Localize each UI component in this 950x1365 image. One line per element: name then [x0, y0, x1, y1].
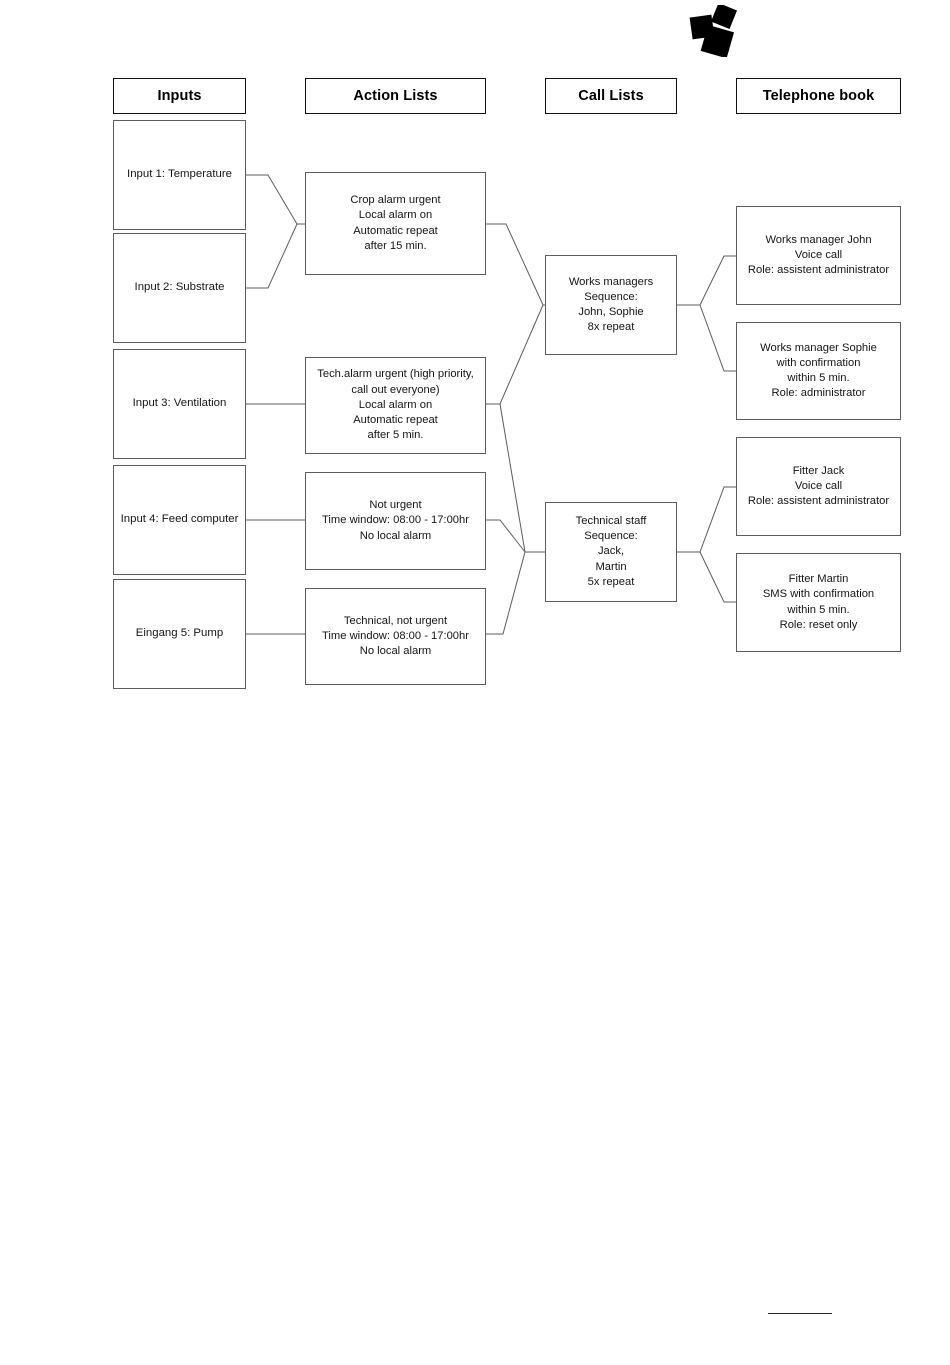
- column-header-telephone-book-label: Telephone book: [762, 88, 875, 104]
- action-list-tech-alarm[interactable]: Tech.alarm urgent (high priority, call o…: [305, 357, 486, 454]
- input-node-ventilation-label: Input 3: Ventilation: [132, 397, 227, 410]
- phonebook-entry-martin[interactable]: Fitter Martin SMS with confirmation with…: [736, 553, 901, 652]
- input-node-feed-computer[interactable]: Input 4: Feed computer: [113, 465, 246, 575]
- input-node-substrate[interactable]: Input 2: Substrate: [113, 233, 246, 343]
- call-list-technical-staff[interactable]: Technical staff Sequence: Jack, Martin 5…: [545, 502, 677, 602]
- call-list-technical-staff-text: Technical staff Sequence: Jack, Martin 5…: [575, 514, 647, 588]
- call-list-works-managers-text: Works managers Sequence: John, Sophie 8x…: [568, 275, 654, 334]
- action-list-technical-not-urgent-text: Technical, not urgent Time window: 08:00…: [322, 614, 469, 658]
- action-list-tech-alarm-text: Tech.alarm urgent (high priority, call o…: [317, 368, 474, 442]
- column-header-call-lists-label: Call Lists: [578, 88, 644, 104]
- input-node-feed-computer-label: Input 4: Feed computer: [120, 513, 239, 526]
- column-header-telephone-book: Telephone book: [736, 78, 901, 114]
- column-header-action-lists: Action Lists: [305, 78, 486, 114]
- phonebook-entry-sophie-text: Works manager Sophie with confirmation w…: [760, 341, 877, 400]
- column-header-inputs: Inputs: [113, 78, 246, 114]
- action-list-crop-alarm[interactable]: Crop alarm urgent Local alarm on Automat…: [305, 172, 486, 275]
- phonebook-entry-jack-text: Fitter Jack Voice call Role: assistent a…: [747, 464, 890, 508]
- column-header-inputs-label: Inputs: [157, 88, 202, 104]
- column-header-call-lists: Call Lists: [545, 78, 677, 114]
- company-logo-mark: [688, 2, 744, 59]
- phonebook-entry-john-text: Works manager John Voice call Role: assi…: [747, 233, 890, 277]
- phonebook-entry-jack[interactable]: Fitter Jack Voice call Role: assistent a…: [736, 437, 901, 536]
- action-list-not-urgent[interactable]: Not urgent Time window: 08:00 - 17:00hr …: [305, 472, 486, 570]
- action-list-not-urgent-text: Not urgent Time window: 08:00 - 17:00hr …: [322, 499, 469, 542]
- input-node-substrate-label: Input 2: Substrate: [134, 281, 225, 294]
- phonebook-entry-john[interactable]: Works manager John Voice call Role: assi…: [736, 206, 901, 305]
- input-node-pump-label: Eingang 5: Pump: [135, 627, 224, 640]
- phonebook-entry-martin-text: Fitter Martin SMS with confirmation with…: [762, 573, 875, 631]
- column-header-action-lists-label: Action Lists: [353, 88, 438, 104]
- input-node-pump[interactable]: Eingang 5: Pump: [113, 579, 246, 689]
- input-node-temperature-label: Input 1: Temperature: [127, 168, 232, 181]
- phonebook-entry-sophie[interactable]: Works manager Sophie with confirmation w…: [736, 322, 901, 420]
- input-node-ventilation[interactable]: Input 3: Ventilation: [113, 349, 246, 459]
- footer-rule: [768, 1313, 832, 1314]
- input-node-temperature[interactable]: Input 1: Temperature: [113, 120, 246, 230]
- action-list-technical-not-urgent[interactable]: Technical, not urgent Time window: 08:00…: [305, 588, 486, 685]
- call-list-works-managers[interactable]: Works managers Sequence: John, Sophie 8x…: [545, 255, 677, 355]
- action-list-crop-alarm-text: Crop alarm urgent Local alarm on Automat…: [350, 194, 441, 252]
